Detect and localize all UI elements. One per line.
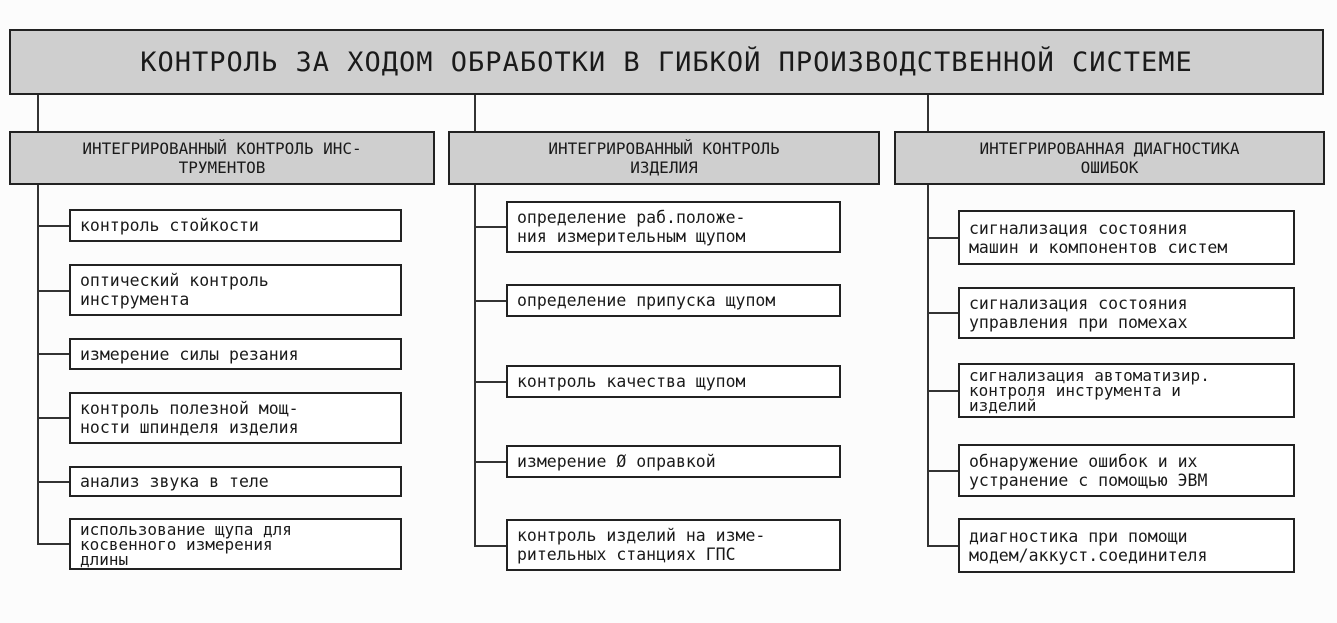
branch-col3-3	[927, 390, 958, 392]
diagnostic-item-control-state: сигнализация состояния управления при по…	[958, 287, 1295, 339]
branch-col2-3	[474, 381, 506, 383]
tool-item-probe-length: использование щупа для косвенного измере…	[69, 518, 402, 570]
tool-item-spindle-power: контроль полезной мощ- ности шпинделя из…	[69, 392, 402, 444]
column-header-diagnostics-text: ИНТЕГРИРОВАННАЯ ДИАГНОСТИКА ОШИБОК	[979, 139, 1240, 177]
diagram-title: КОНТРОЛЬ ЗА ХОДОМ ОБРАБОТКИ В ГИБКОЙ ПРО…	[9, 29, 1324, 95]
branch-col3-1	[927, 237, 958, 239]
workpiece-item-stations: контроль изделий на изме- рительных стан…	[506, 519, 841, 571]
connector-title-col3	[927, 95, 929, 131]
branch-col1-1	[37, 225, 69, 227]
branch-col1-6	[37, 543, 69, 545]
workpiece-item-position: определение раб.положе- ния измерительны…	[506, 201, 841, 253]
branch-col1-3	[37, 353, 69, 355]
branch-col1-5	[37, 481, 69, 483]
branch-col2-5	[474, 545, 506, 547]
spine-col3	[927, 185, 929, 547]
column-header-workpiece-text: ИНТЕГРИРОВАННЫЙ КОНТРОЛЬ ИЗДЕЛИЯ	[548, 139, 780, 177]
workpiece-item-quality: контроль качества щупом	[506, 365, 841, 398]
branch-col2-1	[474, 226, 506, 228]
column-header-tools: ИНТЕГРИРОВАННЫЙ КОНТРОЛЬ ИНС- ТРУМЕНТОВ	[9, 131, 435, 185]
branch-col3-2	[927, 312, 958, 314]
branch-col2-4	[474, 461, 506, 463]
diagnostic-item-machine-state: сигнализация состояния машин и компонент…	[958, 210, 1295, 265]
workpiece-item-diameter: измерение Ø оправкой	[506, 445, 841, 478]
tool-item-sound-analysis: анализ звука в теле	[69, 466, 402, 497]
spine-col2	[474, 185, 476, 547]
branch-col1-2	[37, 290, 69, 292]
column-header-workpiece: ИНТЕГРИРОВАННЫЙ КОНТРОЛЬ ИЗДЕЛИЯ	[448, 131, 880, 185]
branch-col3-5	[927, 545, 958, 547]
tool-item-optical-control: оптический контроль инструмента	[69, 264, 402, 316]
workpiece-item-allowance: определение припуска щупом	[506, 284, 841, 317]
tool-item-cutting-force: измерение силы резания	[69, 338, 402, 370]
diagnostic-item-error-detection: обнаружение ошибок и их устранение с пом…	[958, 444, 1295, 497]
spine-col1	[37, 185, 39, 545]
branch-col3-4	[927, 470, 958, 472]
connector-title-col1	[37, 95, 39, 131]
diagnostic-item-modem: диагностика при помощи модем/аккуст.соед…	[958, 518, 1295, 573]
column-header-tools-text: ИНТЕГРИРОВАННЫЙ КОНТРОЛЬ ИНС- ТРУМЕНТОВ	[82, 139, 362, 177]
branch-col2-2	[474, 300, 506, 302]
connector-title-col2	[474, 95, 476, 131]
branch-col1-4	[37, 417, 69, 419]
diagnostic-item-automated-control: сигнализация автоматизир. контроля инстр…	[958, 363, 1295, 418]
column-header-diagnostics: ИНТЕГРИРОВАННАЯ ДИАГНОСТИКА ОШИБОК	[894, 131, 1325, 185]
tool-item-durability: контроль стойкости	[69, 209, 402, 242]
